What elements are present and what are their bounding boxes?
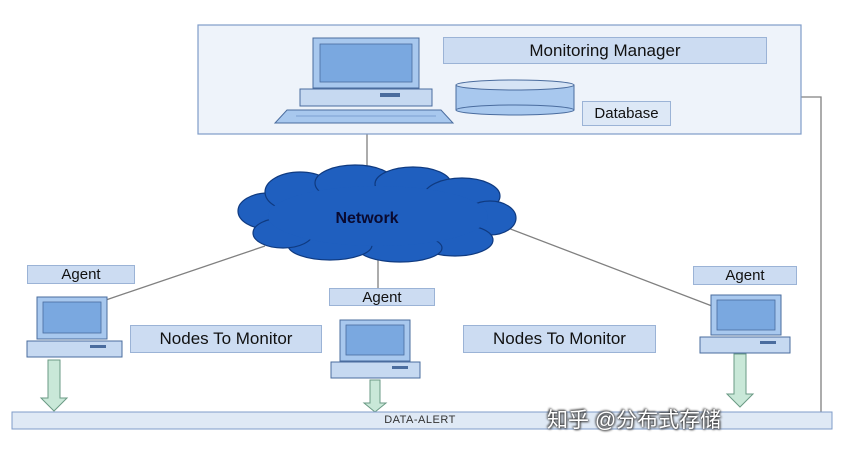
data-alert-label: DATA-ALERT [384,414,456,426]
right-down-arrow-icon [725,353,755,408]
data-arrows [39,353,755,413]
middle-agent-computer-icon [330,319,421,379]
bus-feedback-line [779,96,822,414]
nodes-to-monitor-label-left: Nodes To Monitor [130,325,322,353]
database-label: Database [582,101,671,126]
agent-label-left: Agent [27,265,135,284]
agent-label-middle: Agent [329,288,435,306]
data-alert-bus [11,411,833,430]
right-agent-computer-icon [699,294,791,354]
network-left-agent-link [99,245,266,303]
watermark-text: 知乎 @分布式存储 [547,409,722,432]
network-cloud-icon [237,164,517,263]
database-icon [455,79,575,116]
network-right-agent-link [499,224,713,307]
middle-down-arrow-icon [362,379,388,413]
left-agent-computer-icon [26,296,123,358]
network-label: Network [335,210,399,227]
monitoring-manager-label: Monitoring Manager [443,37,767,64]
agent-label-right: Agent [693,266,797,285]
left-down-arrow-icon [39,359,69,412]
manager-computer-icon [273,37,455,124]
nodes-to-monitor-label-right: Nodes To Monitor [463,325,656,353]
